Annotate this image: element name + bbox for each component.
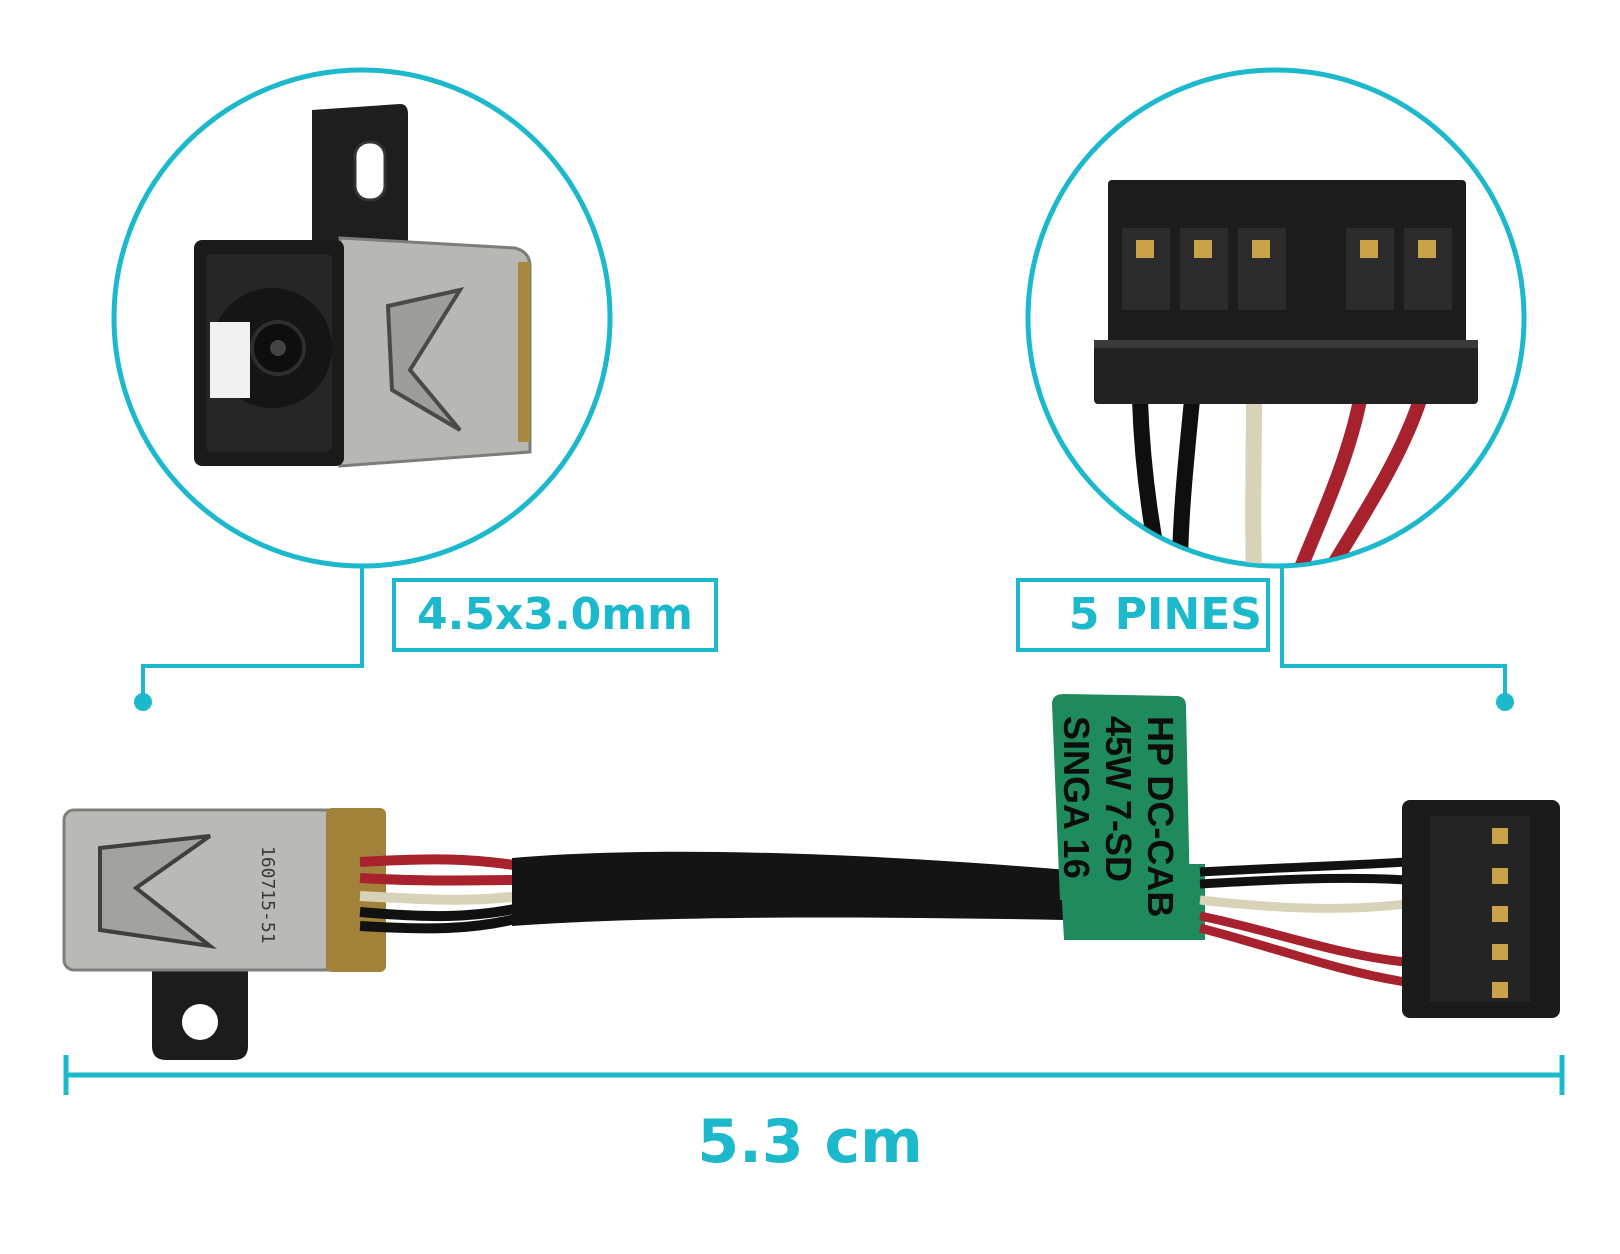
cable-tag: HP DC-CAB 45W 7-SD SINGA 16 bbox=[1052, 694, 1205, 940]
leader-dot-right bbox=[1496, 693, 1514, 711]
jack-marking: 160715-51 bbox=[257, 846, 278, 944]
cable-assembly: HP DC-CAB 45W 7-SD SINGA 16 bbox=[62, 694, 1560, 1060]
plug-size-callout: 4.5x3.0mm bbox=[392, 578, 718, 652]
pin-count-callout: 5 PINES bbox=[1016, 578, 1270, 652]
zoom-circle-jack bbox=[111, 67, 613, 569]
leader-dot-left bbox=[134, 693, 152, 711]
zoom-circle-connector bbox=[1025, 67, 1527, 569]
length-dimension-line bbox=[63, 1055, 1565, 1095]
tag-line-2: 45W 7-SD bbox=[1098, 716, 1139, 882]
tag-line-1: HP DC-CAB bbox=[1140, 716, 1181, 917]
leader-lines bbox=[141, 550, 1507, 700]
length-label: 5.3 cm bbox=[697, 1107, 923, 1177]
tag-line-3: SINGA 16 bbox=[1056, 716, 1097, 879]
